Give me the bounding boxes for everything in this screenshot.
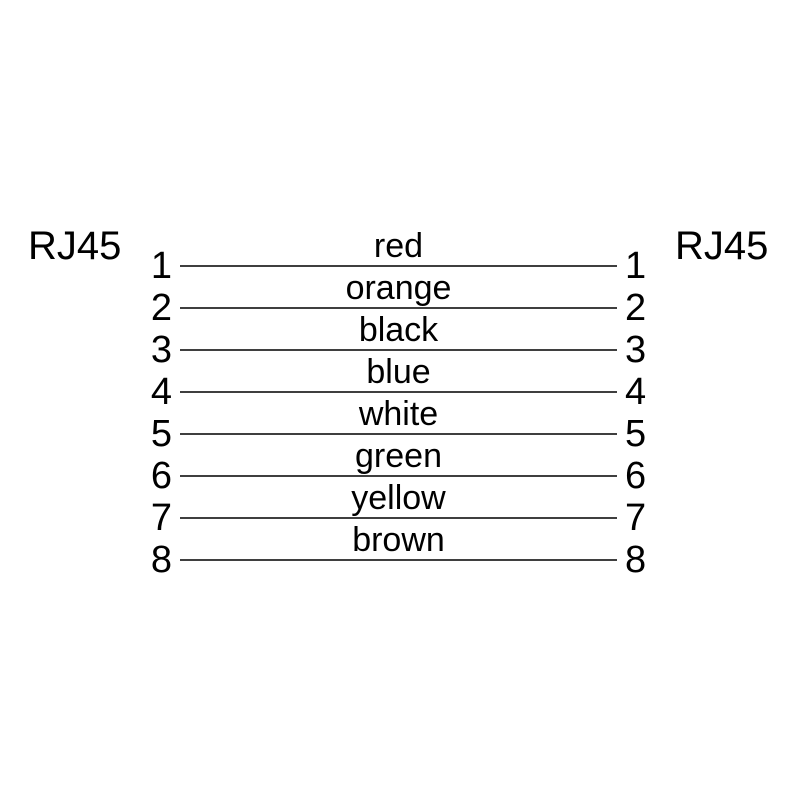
right-connector-label: RJ45 [675, 224, 769, 268]
wire-line [180, 559, 617, 561]
wire-color-label: red [373, 227, 424, 265]
right-pin-number: 8 [625, 539, 647, 581]
wire-color-label: green [355, 437, 442, 475]
wire-color-label: orange [345, 269, 452, 307]
wire-line [180, 307, 617, 309]
wire-line [180, 391, 617, 393]
right-pin-number: 6 [625, 455, 647, 497]
wire-color-label: white [358, 395, 439, 433]
wire-line [180, 517, 617, 519]
wire-line [180, 265, 617, 267]
left-pin-number: 7 [150, 497, 172, 539]
left-connector-label: RJ45 [28, 224, 122, 268]
left-pin-number: 4 [150, 371, 172, 413]
right-pin-number: 1 [625, 245, 647, 287]
right-pin-number: 7 [625, 497, 647, 539]
wire-line [180, 475, 617, 477]
wire-line [180, 433, 617, 435]
left-pin-number: 2 [150, 287, 172, 329]
left-pin-number: 3 [150, 329, 172, 371]
right-pin-number: 3 [625, 329, 647, 371]
left-pin-number: 6 [150, 455, 172, 497]
wire-color-label: yellow [351, 479, 446, 517]
right-pin-number: 5 [625, 413, 647, 455]
left-pin-number: 5 [150, 413, 172, 455]
left-pin-number: 8 [150, 539, 172, 581]
wire-color-label: black [358, 311, 439, 349]
wire-color-label: brown [352, 521, 445, 559]
wire-line [180, 349, 617, 351]
left-pin-number: 1 [150, 245, 172, 287]
wire-color-label: blue [366, 353, 431, 391]
right-pin-number: 4 [625, 371, 647, 413]
right-pin-number: 2 [625, 287, 647, 329]
